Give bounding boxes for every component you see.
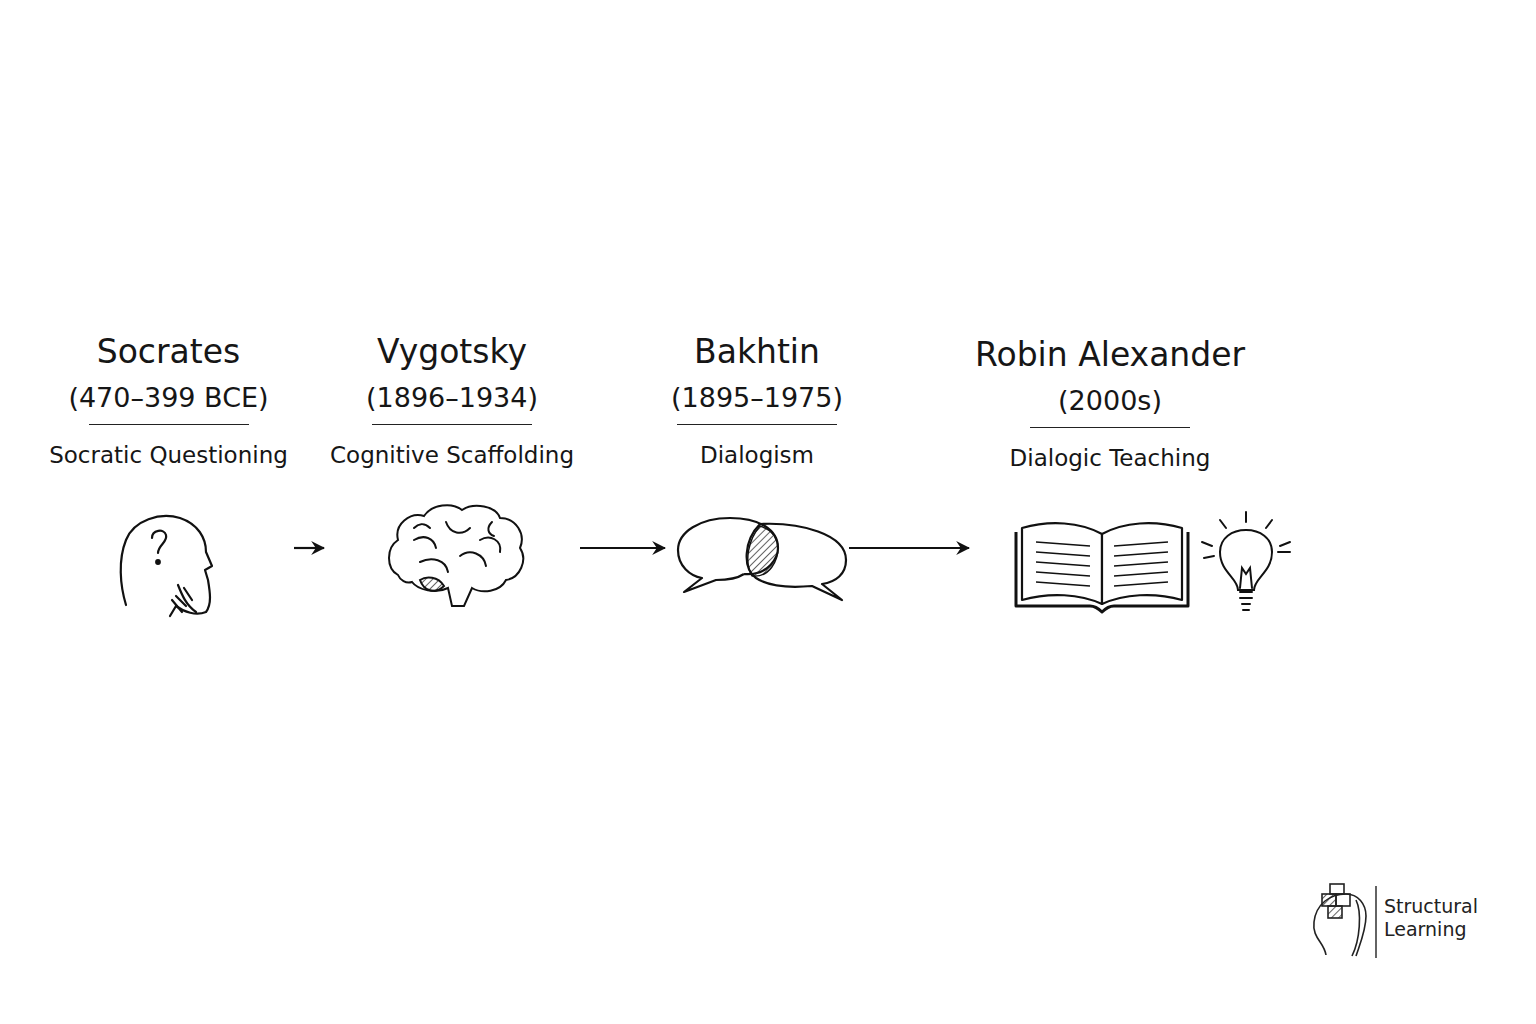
timeline-entry: Bakhtin (1895–1975) Dialogism — [665, 330, 849, 620]
timeline-arrow — [294, 547, 324, 549]
underline — [89, 424, 249, 425]
open-book-icon — [1016, 523, 1188, 612]
speech-bubbles-icon — [678, 518, 846, 600]
lightbulb-icon — [1202, 512, 1290, 610]
thinker-head-icon — [121, 516, 212, 616]
date-range: (470–399 BCE) — [49, 380, 288, 416]
logo-head-icon — [1314, 884, 1376, 958]
underline — [1030, 427, 1190, 428]
concept-label: Socratic Questioning — [49, 439, 288, 471]
concept-label: Dialogic Teaching — [975, 442, 1245, 474]
underline — [372, 424, 532, 425]
timeline-entry: Vygotsky (1896–1934) Cognitive Scaffolding — [324, 330, 580, 620]
person-name: Vygotsky — [330, 330, 574, 374]
timeline-entry: Socrates (470–399 BCE) Socratic Questionin… — [43, 330, 294, 620]
timeline-arrow — [580, 547, 665, 549]
timeline-entry: Robin Alexander (2000s) Dialogic Teaching — [969, 333, 1251, 623]
person-name: Socrates — [49, 330, 288, 374]
brain-icon — [389, 505, 523, 606]
underline — [677, 424, 837, 425]
watermark: Structural Learning — [1384, 895, 1484, 941]
person-name: Bakhtin — [671, 330, 843, 374]
date-range: (2000s) — [975, 383, 1245, 419]
date-range: (1895–1975) — [671, 380, 843, 416]
concept-label: Cognitive Scaffolding — [330, 439, 574, 471]
date-range: (1896–1934) — [330, 380, 574, 416]
timeline-arrow — [849, 547, 969, 549]
person-name: Robin Alexander — [975, 333, 1245, 377]
concept-label: Dialogism — [671, 439, 843, 471]
